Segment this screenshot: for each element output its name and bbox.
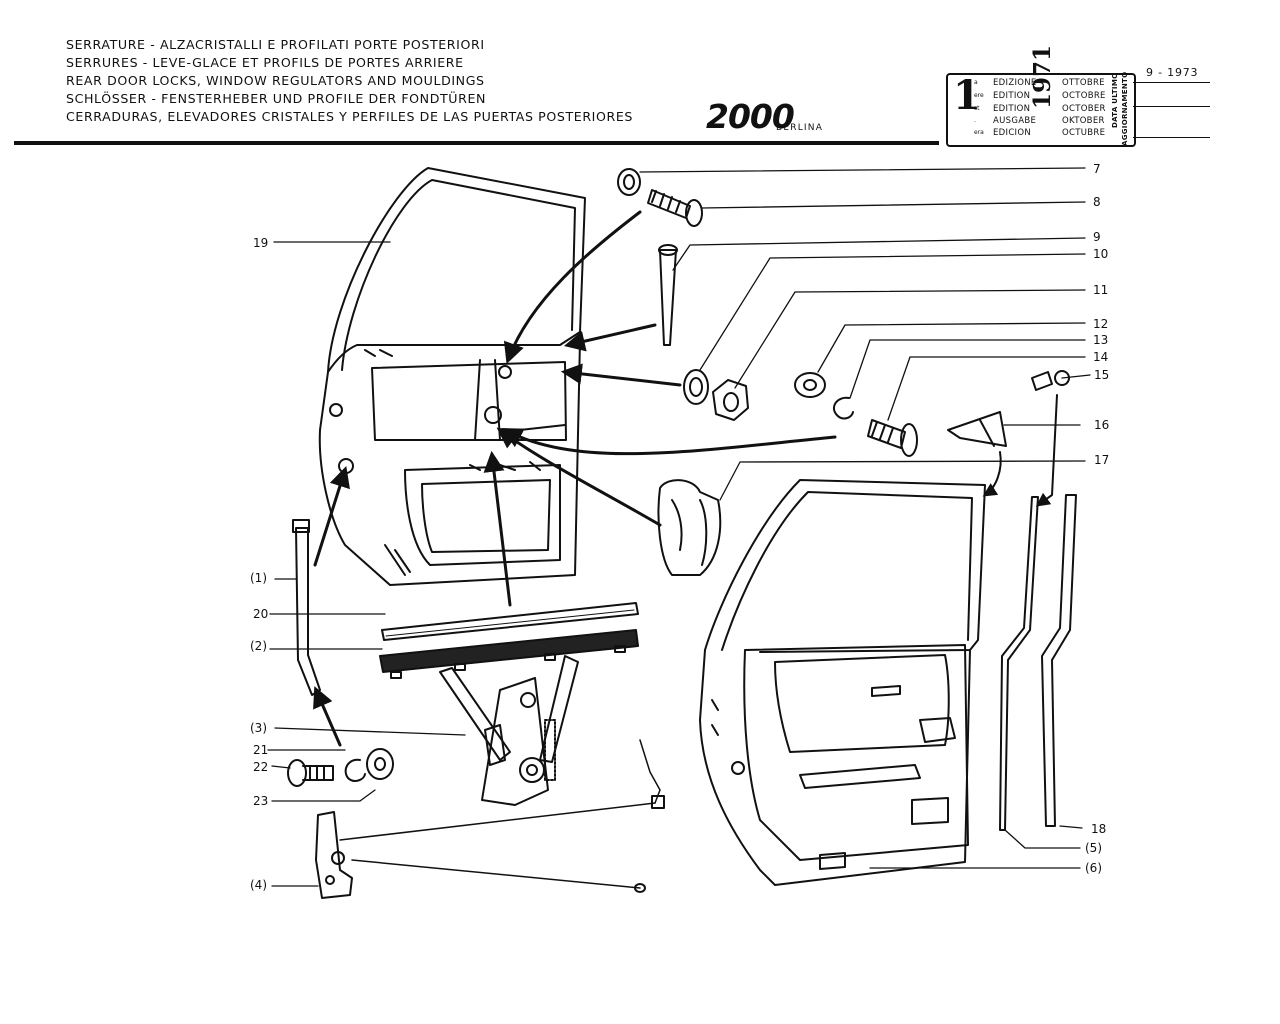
callout-p2: (2) xyxy=(250,639,267,653)
callout-8: 8 xyxy=(1093,195,1101,209)
edition-label: EDITION xyxy=(993,91,1031,101)
callout-p6: (6) xyxy=(1085,861,1102,875)
part-screw-22 xyxy=(287,759,334,787)
part-screw-14 xyxy=(867,419,918,457)
callout-10: 10 xyxy=(1093,247,1109,261)
assembly-arrows xyxy=(313,210,1058,747)
callout-14: 14 xyxy=(1093,350,1109,364)
update-date: 9 - 1973 xyxy=(1146,66,1199,79)
title-english: REAR DOOR LOCKS, WINDOW REGULATORS AND M… xyxy=(66,73,485,88)
header-rule xyxy=(14,141,939,145)
callout-13: 13 xyxy=(1093,333,1109,347)
leader-lines xyxy=(267,167,1091,887)
part-nut-11 xyxy=(712,379,749,421)
edition-box xyxy=(946,73,1136,147)
part-door-6 xyxy=(699,479,986,886)
edition-month: OCTUBRE xyxy=(1062,128,1106,138)
part-lockwasher-13 xyxy=(832,396,854,420)
callout-p1: (1) xyxy=(250,571,267,585)
update-rule xyxy=(1133,82,1210,83)
edition-ordinal: ere xyxy=(974,92,984,99)
model-logo: 2000 xyxy=(706,97,795,136)
part-moulding-20 xyxy=(381,602,639,641)
part-pin-9 xyxy=(658,244,678,346)
edition-label: AUSGABE xyxy=(993,116,1037,126)
callout-17: 17 xyxy=(1094,453,1110,467)
callout-11: 11 xyxy=(1093,283,1109,297)
edition-month: OCTOBER xyxy=(1062,104,1106,114)
part-moulding-18 xyxy=(1041,494,1077,827)
part-washer-7 xyxy=(617,168,641,196)
part-washer-12 xyxy=(794,372,826,398)
callout-23: 23 xyxy=(253,794,269,808)
edition-label: EDITION xyxy=(993,104,1031,114)
part-channel-2 xyxy=(379,629,639,679)
callout-p5: (5) xyxy=(1085,841,1102,855)
part-bushing-10 xyxy=(683,369,709,405)
part-screw-8 xyxy=(647,189,703,227)
title-french: SERRURES - LEVE-GLACE ET PROFILS DE PORT… xyxy=(66,55,464,70)
edition-ordinal: a xyxy=(974,79,978,86)
callout-p4: (4) xyxy=(250,878,267,892)
callout-p3: (3) xyxy=(250,721,267,735)
title-spanish: CERRADURAS, ELEVADORES CRISTALES Y PERFI… xyxy=(66,109,634,124)
update-rule xyxy=(1133,137,1210,138)
part-lockwasher-21 xyxy=(344,758,366,782)
edition-ordinal: . xyxy=(974,117,976,124)
part-lock-4 xyxy=(315,739,665,899)
header-titles: SERRATURE - ALZACRISTALLI E PROFILATI PO… xyxy=(66,36,633,126)
callout-9: 9 xyxy=(1093,230,1101,244)
callout-21: 21 xyxy=(253,743,269,757)
update-rule xyxy=(1133,106,1210,107)
callout-22: 22 xyxy=(253,760,269,774)
part-washer-23 xyxy=(366,748,394,780)
callout-18: 18 xyxy=(1091,822,1107,836)
part-guide-1 xyxy=(292,519,321,696)
edition-month: OTTOBRE xyxy=(1062,78,1105,88)
part-clip-16 xyxy=(947,411,1007,447)
edition-month: OKTOBER xyxy=(1062,116,1105,126)
left-door-shell xyxy=(318,167,586,586)
callout-20: 20 xyxy=(253,607,269,621)
callout-16: 16 xyxy=(1094,418,1110,432)
title-italian: SERRATURE - ALZACRISTALLI E PROFILATI PO… xyxy=(66,37,485,52)
title-german: SCHLÖSSER - FENSTERHEBER UND PROFILE DER… xyxy=(66,91,487,106)
model-sub: BERLINA xyxy=(776,123,824,133)
edition-ordinal: st xyxy=(974,105,980,112)
part-regulator-3 xyxy=(439,655,579,806)
callout-15: 15 xyxy=(1094,368,1110,382)
edition-label: EDIZIONE xyxy=(993,78,1037,88)
edition-label: EDICION xyxy=(993,128,1032,138)
callout-12: 12 xyxy=(1093,317,1109,331)
edition-month: OCTOBRE xyxy=(1062,91,1106,101)
edition-ordinal: era xyxy=(974,129,984,136)
edition-number: 1 xyxy=(953,72,981,119)
callout-7: 7 xyxy=(1093,162,1101,176)
part-moulding-5 xyxy=(999,496,1039,831)
callout-19: 19 xyxy=(253,236,269,250)
part-bumper-17 xyxy=(657,479,722,576)
part-clip-15 xyxy=(1031,370,1070,391)
